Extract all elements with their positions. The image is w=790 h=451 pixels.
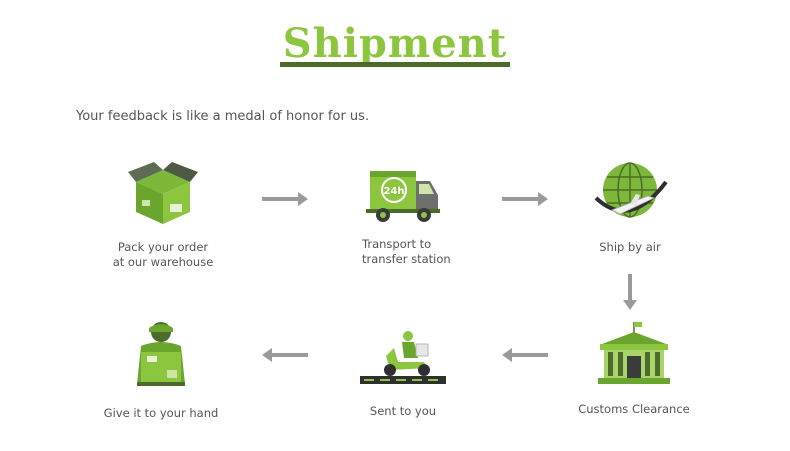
arrow-left-icon xyxy=(502,348,548,362)
courier-icon xyxy=(131,320,191,390)
step-label-customs: Customs Clearance xyxy=(554,402,714,417)
step-label-give: Give it to your hand xyxy=(81,406,241,421)
page-title-text: Shipment xyxy=(283,20,507,67)
title-container: Shipment xyxy=(0,22,790,66)
arrow-right-icon xyxy=(502,192,548,206)
step-customs: Customs Clearance xyxy=(554,320,714,417)
box-icon xyxy=(128,160,198,230)
step-sent-to-you: Sent to you xyxy=(323,328,483,419)
step-label-sent: Sent to you xyxy=(323,404,483,419)
arrow-down-icon xyxy=(623,274,637,310)
title-underline xyxy=(280,62,510,67)
arrow-left-icon xyxy=(262,348,308,362)
truck-icon: 24h xyxy=(366,165,442,227)
page-title: Shipment xyxy=(283,22,507,66)
customs-building-icon xyxy=(596,320,672,386)
truck-badge: 24h xyxy=(383,186,404,197)
step-ship-air: Ship by air xyxy=(550,160,710,255)
arrow-right-icon xyxy=(262,192,308,206)
step-label-transport: Transport to transfer station xyxy=(324,237,484,267)
step-transport: 24h Transport to transfer station xyxy=(324,165,484,267)
step-label-pack: Pack your order at our warehouse xyxy=(83,240,243,270)
delivery-scooter-icon xyxy=(358,328,448,386)
step-pack-order: Pack your order at our warehouse xyxy=(83,160,243,270)
subtitle: Your feedback is like a medal of honor f… xyxy=(76,109,369,124)
step-give-to-hand: Give it to your hand xyxy=(81,320,241,421)
airplane-globe-icon xyxy=(590,160,670,226)
step-label-ship-air: Ship by air xyxy=(550,240,710,255)
